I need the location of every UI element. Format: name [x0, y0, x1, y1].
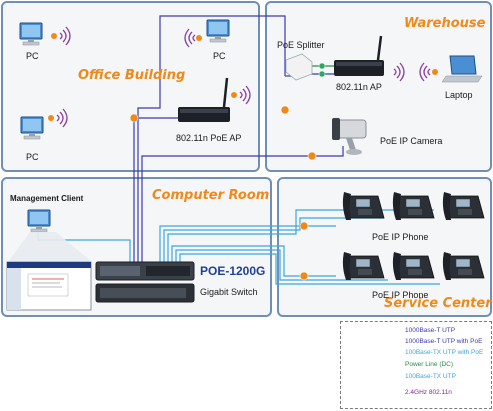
legend-item: 2.4GHz 802.11n: [405, 389, 452, 396]
poe-ap-label: 802.11n PoE AP: [176, 133, 242, 143]
pc-icon: [206, 19, 230, 43]
ap-label: 802.11n AP: [336, 82, 382, 92]
pc-icon: [20, 116, 44, 140]
office-building-title: Office Building: [78, 68, 186, 83]
pc-icon: [19, 22, 43, 46]
warehouse-title: Warehouse: [404, 16, 486, 31]
laptop-label: Laptop: [445, 90, 473, 100]
poe-camera-label: PoE IP Camera: [380, 136, 443, 146]
ip-phone-icon: [342, 191, 385, 221]
service-center-title: Service Center: [384, 296, 492, 311]
ip-phone-icon: [442, 191, 485, 221]
legend-item: 100Base-TX UTP: [405, 373, 456, 380]
warehouse-zone: [265, 1, 492, 172]
management-client-label: Management Client: [10, 194, 84, 203]
poe-splitter-label: PoE Splitter: [277, 40, 325, 50]
legend-item: 1000Base-T UTP: [405, 327, 456, 334]
switch-model-label: POE-1200G: [200, 264, 266, 278]
laptop-icon: [419, 55, 483, 83]
poe-markers: [129, 62, 326, 281]
legend-item: 100Base-TX UTP with PoE: [405, 349, 484, 356]
legend-item: 1000Base-T UTP with PoE: [405, 338, 483, 345]
switch-type-label: Gigabit Switch: [200, 287, 258, 297]
management-screenshot: [6, 261, 92, 311]
poe-switch-icon: [95, 261, 195, 303]
poe-phone-label: PoE IP Phone: [372, 232, 429, 242]
ip-camera-icon: [332, 118, 367, 155]
ip-phone-icon: [342, 251, 385, 281]
poe-phone-label: PoE IP Phone: [372, 290, 429, 300]
wifi-icon: [59, 26, 71, 46]
wifi-icon: [56, 108, 68, 128]
pc-label: PC: [26, 51, 39, 61]
legend: [340, 321, 492, 409]
ip-phone-icon: [442, 251, 485, 281]
access-point-icon: [178, 77, 251, 122]
ip-phone-icon: [392, 191, 435, 221]
wifi-icon: [184, 28, 196, 48]
ip-phone-icon: [392, 251, 435, 281]
access-point-icon: [334, 35, 405, 82]
poe-splitter-icon: [285, 53, 313, 81]
computer-room-title: Computer Room: [152, 188, 270, 203]
pc-icon: [27, 209, 51, 233]
legend-item: Power Line (DC): [405, 361, 454, 368]
pc-label: PC: [26, 152, 39, 162]
pc-label: PC: [213, 51, 226, 61]
